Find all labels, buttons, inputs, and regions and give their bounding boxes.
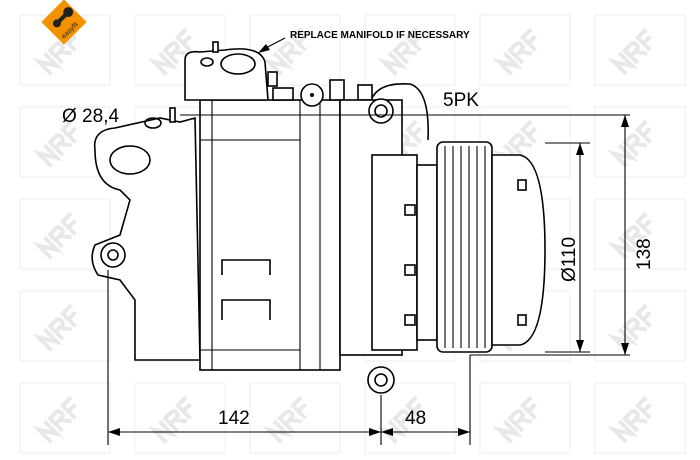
watermark-tile	[19, 198, 111, 270]
watermark-logo	[607, 395, 652, 444]
watermark-logo	[377, 27, 422, 76]
compressor-body	[91, 41, 546, 394]
watermark-logo	[607, 119, 652, 168]
watermark-logo	[32, 395, 77, 444]
manifold-note: REPLACE MANIFOLD IF NECESSARY	[290, 30, 470, 41]
watermark-logo	[607, 211, 652, 260]
watermark-tile	[249, 382, 341, 454]
watermark-tile	[364, 14, 456, 86]
height-label: 138	[634, 238, 655, 270]
watermark-logo	[607, 303, 652, 352]
body-length-label: 142	[218, 408, 250, 429]
watermark-tile	[594, 382, 686, 454]
dimension-lines	[107, 37, 630, 445]
watermark-tile	[594, 198, 686, 270]
watermark-logo	[32, 303, 77, 352]
easyfit-badge: easyfit	[41, 0, 87, 45]
watermark-logo	[492, 27, 537, 76]
watermark-tile	[479, 14, 571, 86]
watermark-tile	[594, 106, 686, 178]
watermark-tile	[479, 382, 571, 454]
watermark-logo	[147, 395, 192, 444]
watermark-tile	[19, 382, 111, 454]
watermark-tile	[594, 290, 686, 362]
watermark-logo	[607, 27, 652, 76]
pulley-diameter-label: Ø110	[559, 237, 580, 282]
watermark-tile	[19, 290, 111, 362]
pulley-length-label: 48	[405, 408, 426, 429]
watermark-logo	[492, 395, 537, 444]
watermark-logo	[32, 27, 77, 76]
watermark-logo	[32, 119, 77, 168]
watermark-tile	[134, 382, 226, 454]
watermark-tile	[594, 14, 686, 86]
port-diameter-label: Ø 28,4	[62, 106, 119, 127]
watermark-logo	[262, 27, 307, 76]
belt-type-label: 5PK	[443, 90, 479, 111]
watermark-logo	[147, 27, 192, 76]
watermark-logo	[262, 395, 307, 444]
watermark-logo	[32, 211, 77, 260]
